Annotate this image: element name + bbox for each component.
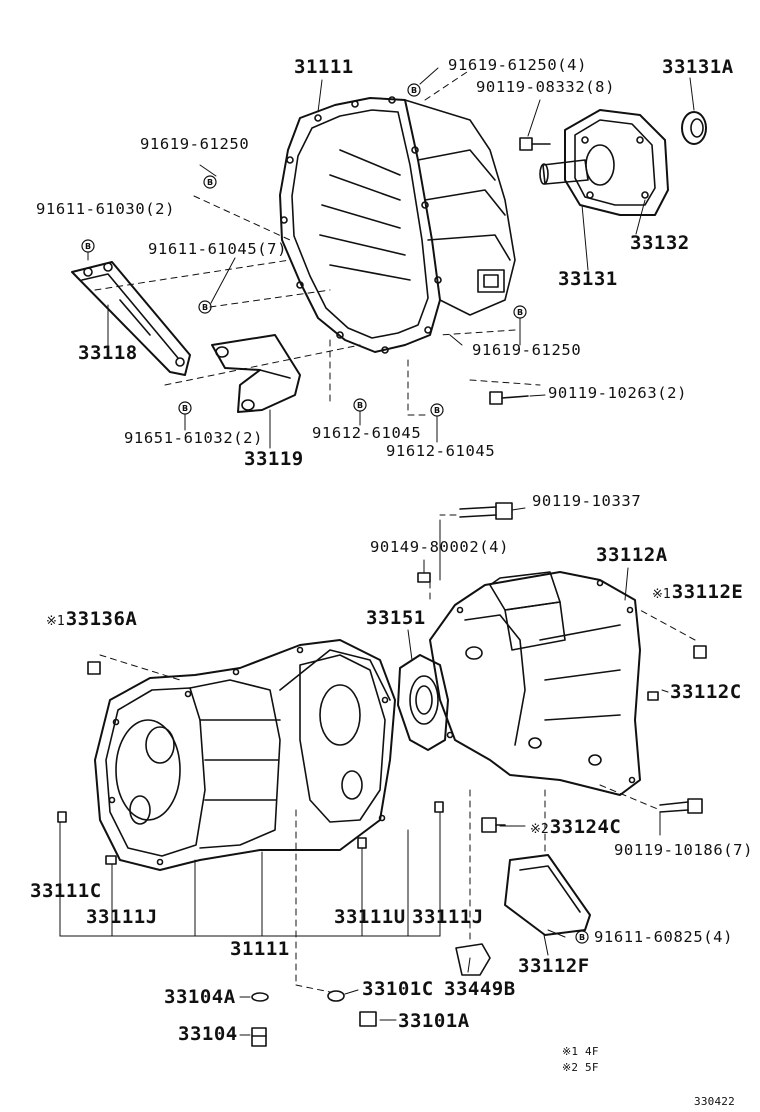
label-33111C: 33111C (30, 880, 102, 902)
transmission-case-drawing (94, 639, 396, 871)
label-91612-61045-a: 91612-61045 (312, 424, 422, 442)
footnote-1: ※1 4F (562, 1045, 599, 1058)
label-91611-61045-7: 91611-61045(7) (148, 240, 288, 258)
label-33111U: 33111U (334, 906, 406, 928)
svg-text:B: B (517, 308, 523, 317)
label-91612-61045-b: 91612-61045 (386, 442, 496, 460)
bolt-90149-80002-drawing (417, 572, 431, 583)
label-33118: 33118 (78, 342, 138, 364)
retainer-plate-33151-drawing (397, 654, 449, 751)
label-33124C: ※233124C (530, 818, 621, 837)
dashed-guides-upper (94, 69, 541, 416)
svg-text:B: B (207, 178, 213, 187)
svg-text:B: B (357, 401, 363, 410)
svg-text:B: B (411, 86, 417, 95)
filler-plug-drawing (327, 990, 377, 1027)
label-33449B: 33449B (444, 978, 516, 1000)
clutch-housing-drawing (279, 96, 516, 354)
svg-text:B: B (579, 933, 585, 942)
clip-33449B-drawing (455, 943, 491, 976)
bolt-marker-letters-lower: B (579, 933, 585, 942)
label-90119-10263-2: 90119-10263(2) (548, 384, 688, 402)
pins-and-plugs-drawing (57, 645, 707, 865)
bracket-33119-drawing (211, 334, 301, 413)
dashed-guides-lower (99, 514, 696, 993)
bolt-marker-icons-lower (575, 930, 589, 944)
label-31111-bottom: 31111 (230, 938, 290, 960)
label-90119-10337: 90119-10337 (532, 492, 642, 510)
label-91619-61250-a: 91619-61250 (140, 135, 250, 153)
label-33104A: 33104A (164, 986, 236, 1008)
label-91611-60825-4: 91611-60825(4) (594, 928, 734, 946)
label-33119: 33119 (244, 448, 304, 470)
label-91611-61030-2: 91611-61030(2) (36, 200, 176, 218)
label-33124C-text: 33124C (549, 816, 622, 838)
label-33104: 33104 (178, 1023, 238, 1045)
bolt-marker-letters-upper: B B B B B B B B (85, 86, 523, 415)
label-33112C: 33112C (670, 681, 742, 703)
label-91651-61032-2: 91651-61032(2) (124, 429, 264, 447)
label-33111J-b: 33111J (412, 906, 484, 928)
bolt-90119-08332-drawing (519, 137, 551, 151)
label-33112E-text: 33112E (671, 581, 744, 603)
leader-lines-upper (87, 67, 695, 449)
bolt-90119-10263-drawing (489, 391, 529, 405)
label-90119-08332-8: 90119-08332(8) (476, 78, 616, 96)
svg-text:B: B (85, 242, 91, 251)
bearing-retainer-drawing (539, 109, 669, 216)
label-33101C: 33101C (362, 978, 434, 1000)
oil-seal-drawing (681, 111, 707, 145)
label-33112E-mark: ※1 (652, 587, 671, 602)
label-33136A-mark: ※1 (46, 614, 65, 629)
label-33132: 33132 (630, 232, 690, 254)
drain-plug-drawing (251, 992, 269, 1047)
bolt-90119-10337-drawing (459, 502, 513, 520)
label-33131: 33131 (558, 268, 618, 290)
label-33112A: 33112A (596, 544, 668, 566)
leader-lines-lower (59, 507, 669, 1036)
footnote-2: ※2 5F (562, 1061, 599, 1074)
label-33136A: ※133136A (46, 610, 137, 629)
svg-text:B: B (182, 404, 188, 413)
label-33136A-text: 33136A (65, 608, 138, 630)
diagram-id: 330422 (694, 1095, 735, 1108)
label-90149-80002-4: 90149-80002(4) (370, 538, 510, 556)
svg-text:B: B (202, 303, 208, 312)
label-33131A: 33131A (662, 56, 734, 78)
bolt-90119-10186-drawing (659, 798, 703, 814)
label-33112F: 33112F (518, 955, 590, 977)
label-33151: 33151 (366, 607, 426, 629)
switch-33124C-drawing (481, 817, 506, 833)
label-91619-61250-b: 91619-61250 (472, 341, 582, 359)
label-33111J-a: 33111J (86, 906, 158, 928)
bracket-33118-drawing (71, 261, 191, 376)
extension-housing-drawing (429, 571, 641, 796)
label-91619-61250-4: 91619-61250(4) (448, 56, 588, 74)
label-90119-10186-7: 90119-10186(7) (614, 841, 754, 859)
label-33112E: ※133112E (652, 583, 743, 602)
bracket-33112F-drawing (504, 854, 591, 936)
svg-text:B: B (434, 406, 440, 415)
label-31111-top: 31111 (294, 56, 354, 78)
label-33101A: 33101A (398, 1010, 470, 1032)
label-33124C-mark: ※2 (530, 822, 549, 837)
